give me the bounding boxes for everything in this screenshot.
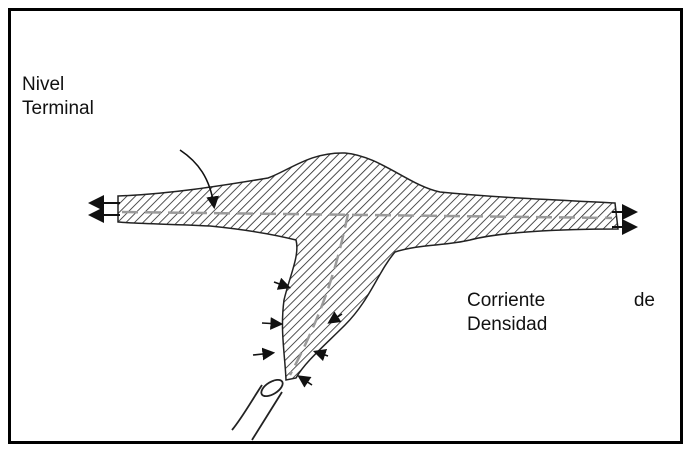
density-current-word-1: Corriente (467, 289, 545, 313)
pipe-mouth (259, 377, 286, 400)
terminal-level-line-1: Nivel (22, 73, 94, 97)
intrusion-plume (118, 153, 618, 380)
terminal-level-line-2: Terminal (22, 97, 94, 121)
density-current-word-2: de (634, 289, 655, 313)
density-current-label: Corriente de Densidad (467, 289, 655, 337)
terminal-level-label: Nivel Terminal (22, 73, 94, 121)
density-current-word-3: Densidad (467, 313, 655, 337)
outflow-arrows-left (92, 203, 120, 215)
